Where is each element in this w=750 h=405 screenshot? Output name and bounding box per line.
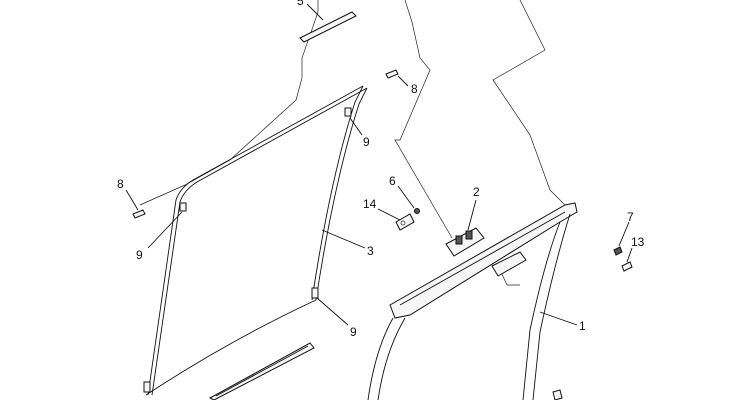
part-8-clip-upper xyxy=(385,69,399,79)
part-bottom-seal-strip xyxy=(208,342,315,401)
part-9-clip-bottom xyxy=(311,287,319,299)
callout-7: 7 xyxy=(627,210,634,224)
callout-3: 3 xyxy=(367,244,374,258)
callout-9-bottom: 9 xyxy=(350,325,357,339)
leader-8-upper xyxy=(397,75,409,87)
part-9-clip-lower-corner xyxy=(143,381,151,393)
part-14-bracket xyxy=(395,213,415,231)
part-9-clip-top xyxy=(344,107,352,117)
part-6-pin xyxy=(414,208,420,214)
leader-9-left xyxy=(147,211,183,249)
leader-6 xyxy=(397,185,415,209)
leader-13 xyxy=(626,247,633,263)
leader-3 xyxy=(321,229,366,249)
callout-5: 5 xyxy=(297,0,304,8)
callout-2: 2 xyxy=(473,185,480,199)
callout-9-left: 9 xyxy=(136,248,143,262)
leader-1 xyxy=(539,311,578,326)
leader-7 xyxy=(618,221,630,247)
part-2-latch xyxy=(445,227,485,257)
callout-13: 13 xyxy=(631,235,645,249)
leader-9-bottom xyxy=(316,297,349,326)
leader-2 xyxy=(467,199,477,231)
leader-8-left xyxy=(125,189,139,211)
part-3-glass-panel xyxy=(145,85,368,396)
callout-1: 1 xyxy=(579,319,586,333)
part-7-screw xyxy=(613,246,623,256)
callout-9-top: 9 xyxy=(363,135,370,149)
callout-14: 14 xyxy=(363,197,377,211)
callout-8-upper: 8 xyxy=(411,82,418,96)
leader-5 xyxy=(306,3,324,21)
part-8-clip-left xyxy=(132,209,146,219)
leader-14 xyxy=(377,208,401,221)
part-5-top-seal xyxy=(299,11,357,43)
leader-9-top xyxy=(349,117,363,136)
part-1-door-frame xyxy=(367,202,578,401)
callout-8-left: 8 xyxy=(117,177,124,191)
part-9-clip-left xyxy=(179,202,187,212)
callout-6: 6 xyxy=(389,174,396,188)
part-13-nut xyxy=(621,261,633,272)
